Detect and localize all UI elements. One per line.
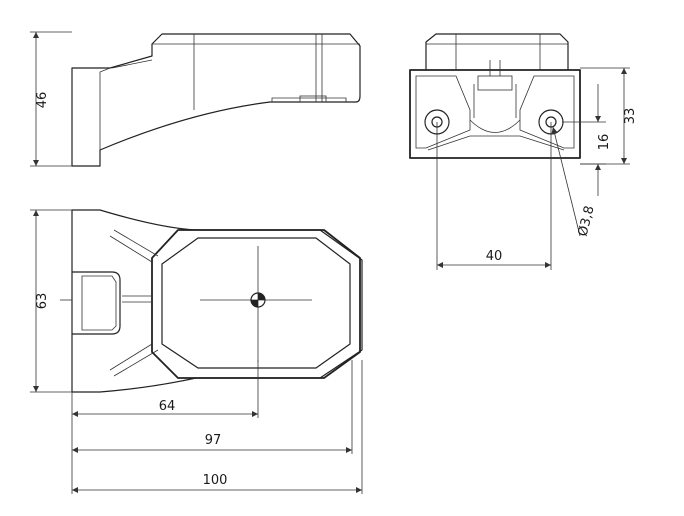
dimension-hole-diameter: Ø3,8 bbox=[551, 126, 598, 238]
dimension-extension-lines bbox=[71, 360, 363, 494]
dim-label-46: 46 bbox=[35, 92, 50, 109]
dimension-97: 97 bbox=[72, 433, 352, 453]
dim-label-diameter: Ø3,8 bbox=[576, 204, 598, 238]
dimension-64: 64 bbox=[72, 399, 258, 417]
dim-label-100: 100 bbox=[203, 473, 228, 488]
dim-label-63: 63 bbox=[35, 293, 50, 310]
top-view bbox=[60, 209, 363, 393]
front-view bbox=[409, 33, 581, 159]
dim-label-64: 64 bbox=[159, 399, 176, 414]
dim-label-16: 16 bbox=[597, 134, 612, 151]
dimension-16: 16 bbox=[562, 84, 612, 196]
dim-label-33: 33 bbox=[623, 108, 638, 125]
side-view bbox=[71, 33, 361, 167]
dimension-63: 63 bbox=[30, 209, 72, 393]
dimension-100: 100 bbox=[72, 473, 362, 493]
dimension-46: 46 bbox=[30, 31, 72, 167]
dim-label-40: 40 bbox=[486, 249, 503, 264]
dimension-40: 40 bbox=[436, 122, 552, 270]
dim-label-97: 97 bbox=[205, 433, 222, 448]
